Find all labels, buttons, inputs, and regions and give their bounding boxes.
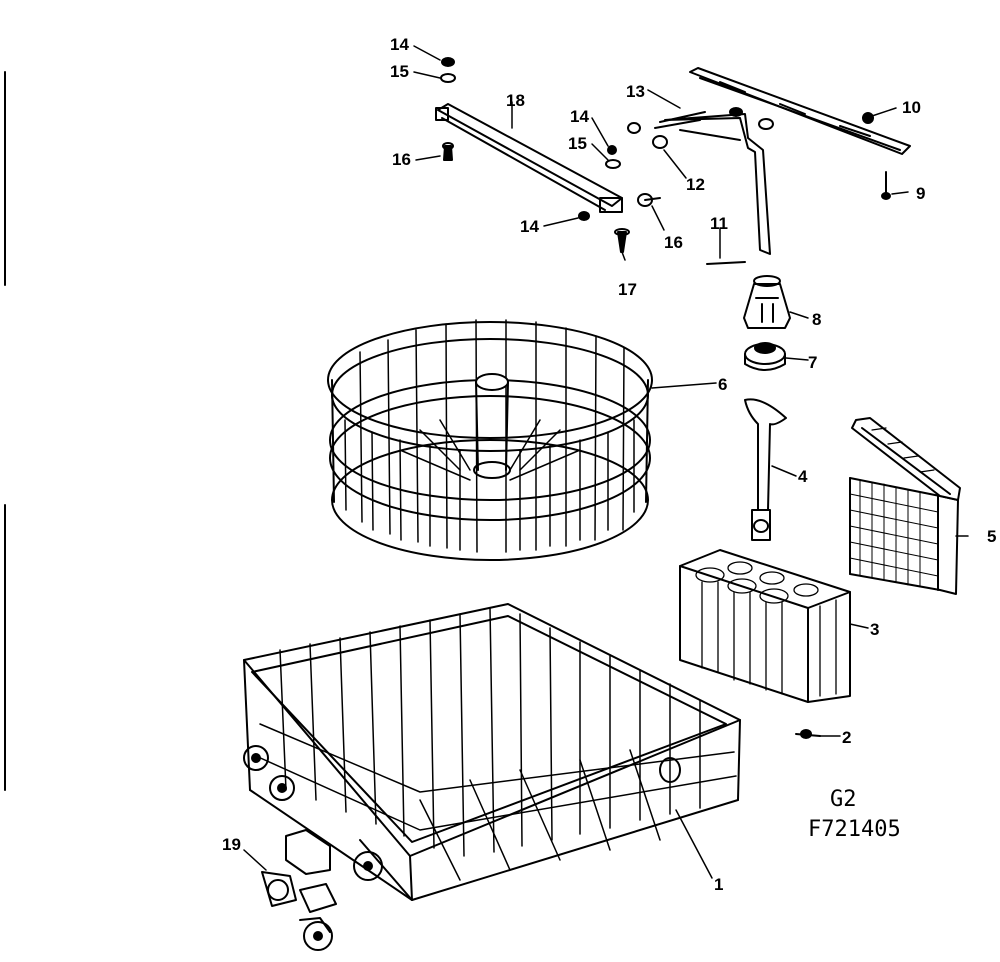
washer-nut-hardware (440, 57, 661, 253)
callout-19: 19 (222, 835, 241, 854)
callout-15: 15 (568, 134, 587, 153)
callout-11: 11 (710, 214, 728, 233)
leader-lines (243, 45, 969, 879)
callout-10: 10 (902, 98, 921, 117)
callout-18: 18 (506, 91, 525, 110)
upper-spray-arm-bar (435, 103, 623, 213)
cup-insert (679, 549, 851, 703)
utensil-basket (849, 417, 961, 595)
lower-rack (243, 603, 741, 901)
callout-15: 15 (390, 62, 409, 81)
spray-tower-base (744, 342, 786, 371)
callout-4: 4 (798, 467, 808, 486)
support-rail (689, 67, 911, 200)
pin (706, 261, 746, 265)
callout-17: 17 (618, 280, 637, 299)
callout-labels: 14 15 16 18 14 15 14 16 17 13 12 11 10 9… (222, 35, 996, 894)
drawing-code: G2 (830, 787, 857, 812)
wheel-assembly (261, 829, 337, 951)
callout-16: 16 (664, 233, 683, 252)
part-number: F721405 (808, 817, 901, 842)
callout-3: 3 (870, 620, 879, 639)
callout-5: 5 (987, 527, 996, 546)
callout-14: 14 (570, 107, 589, 126)
callout-6: 6 (718, 375, 727, 394)
callout-14: 14 (390, 35, 409, 54)
upper-rack (327, 319, 653, 561)
callout-12: 12 (686, 175, 705, 194)
spray-tower-nozzle (743, 275, 791, 329)
screw (795, 729, 821, 739)
callout-14: 14 (520, 217, 539, 236)
callout-1: 1 (714, 875, 723, 894)
spray-arm-manifold (627, 111, 771, 255)
callout-13: 13 (626, 82, 645, 101)
callout-9: 9 (916, 184, 925, 203)
callout-2: 2 (842, 728, 851, 747)
callout-8: 8 (812, 310, 821, 329)
callout-7: 7 (808, 353, 817, 372)
wash-tube (744, 398, 787, 541)
callout-16: 16 (392, 150, 411, 169)
